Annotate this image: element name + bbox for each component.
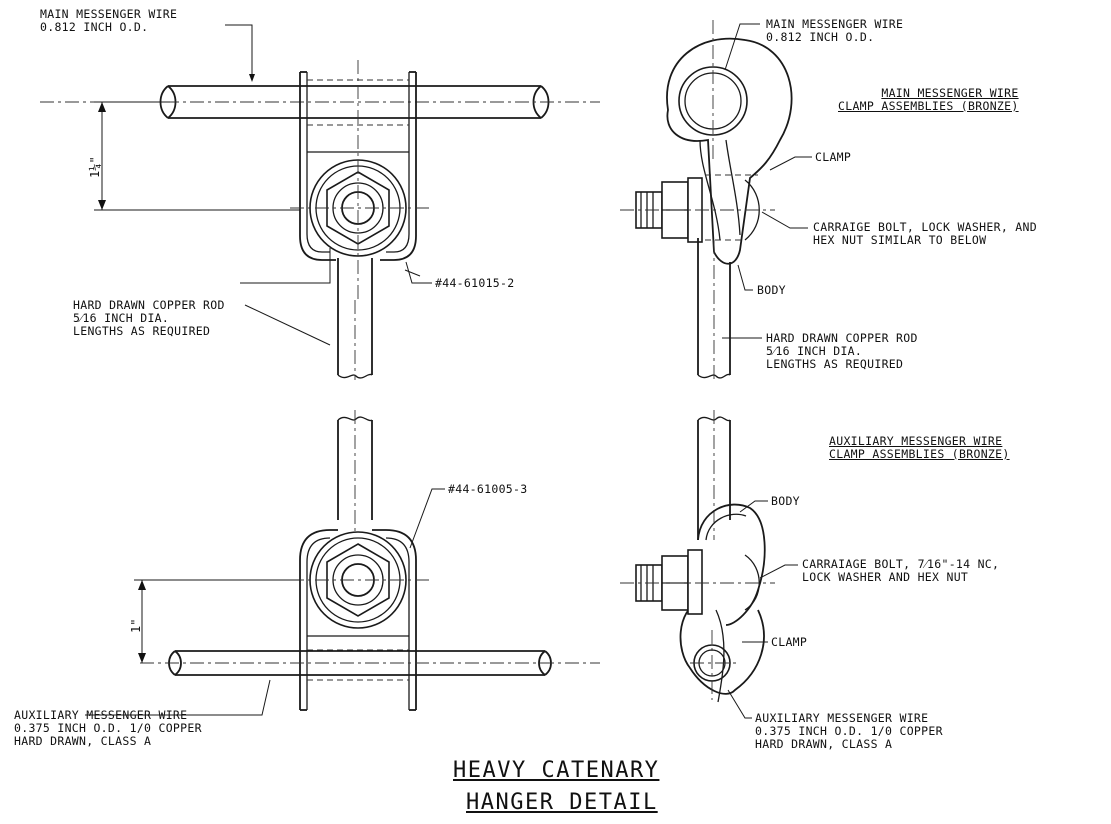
aux-wire-note-left: AUXILIARY MESSENGER WIRE 0.375 INCH O.D.… [14,708,202,748]
aux-wire-note-right: AUXILIARY MESSENGER WIRE 0.375 INCH O.D.… [755,711,943,751]
clamp-label-top: CLAMP [815,150,852,164]
part-number-44-61015-2: #44-61015-2 [435,276,515,290]
carriage-bolt-note-top: CARRAIGE BOLT, LOCK WASHER, AND HEX NUT … [813,220,1037,247]
dimension-1-inch: 1" [129,618,143,633]
bottom-left-front-view [85,410,600,716]
carriage-bolt-note-bottom: CARRAIAGE BOLT, 7⁄16"-14 NC, LOCK WASHER… [802,557,1000,584]
bottom-right-side-view [620,410,798,719]
aux-clamp-assemblies-heading: AUXILIARY MESSENGER WIRE CLAMP ASSEMBLIE… [829,434,1010,461]
dimension-1-1-4: 1¼" [88,156,102,178]
clamp-label-bottom: CLAMP [771,635,808,649]
copper-rod-note-right: HARD DRAWN COPPER ROD 5⁄16 INCH DIA. LEN… [766,331,918,371]
main-clamp-assemblies-heading: MAIN MESSENGER WIRE CLAMP ASSEMBLIES (BR… [838,86,1019,113]
drawing-title-line2: HANGER DETAIL [466,790,658,815]
top-right-side-view [620,20,812,380]
main-wire-label-right: MAIN MESSENGER WIRE 0.812 INCH O.D. [766,17,904,44]
part-number-44-61005-3: #44-61005-3 [448,482,528,496]
body-label-bottom: BODY [771,494,800,508]
copper-rod-note-left: HARD DRAWN COPPER ROD 5⁄16 INCH DIA. LEN… [73,298,225,338]
main-wire-label-left: MAIN MESSENGER WIRE 0.812 INCH O.D. [40,7,178,34]
drawing-title-line1: HEAVY CATENARY [453,758,660,783]
body-label-top: BODY [757,283,786,297]
top-left-front-view [40,24,600,380]
